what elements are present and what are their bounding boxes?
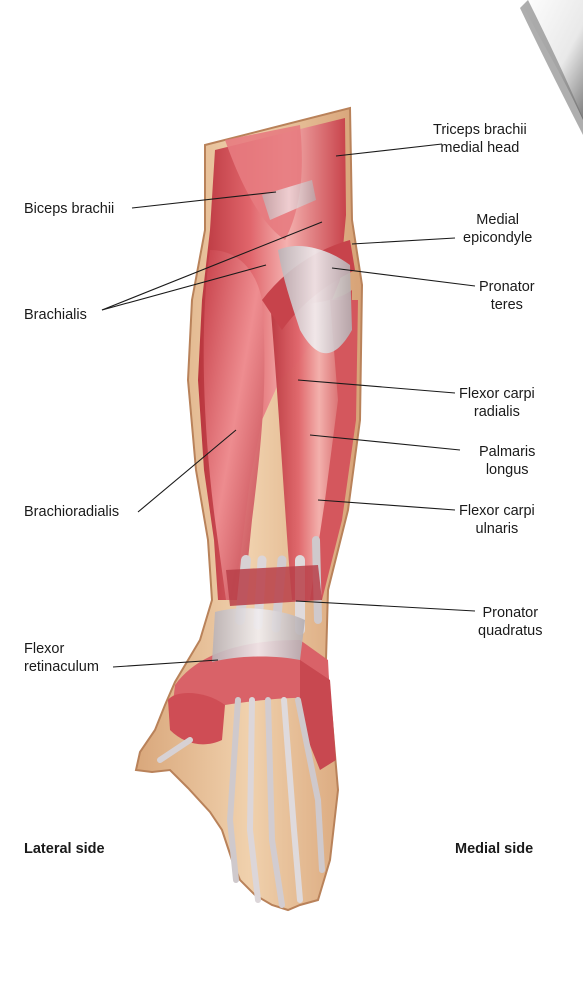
- label-line: teres: [490, 297, 523, 313]
- leader-triceps: [335, 143, 443, 157]
- leader-pronator-teres: [331, 267, 476, 287]
- label-flexor-carpi-ulnaris: Flexor carpi ulnaris: [459, 502, 535, 538]
- leader-brachialis-2: [101, 264, 267, 311]
- leader-palmaris: [309, 434, 461, 451]
- label-line: radialis: [473, 404, 520, 420]
- leader-biceps: [131, 191, 277, 209]
- label-line: Triceps brachii: [433, 122, 527, 138]
- label-flexor-retinaculum: Flexor retinaculum: [24, 640, 99, 676]
- label-line: Flexor: [24, 641, 65, 657]
- label-line: Flexor carpi: [459, 386, 535, 402]
- page-curl: [520, 0, 583, 120]
- label-biceps-brachii: Biceps brachii: [24, 200, 114, 218]
- label-line: Pronator: [482, 605, 539, 621]
- label-palmaris-longus: Palmaris longus: [479, 443, 535, 479]
- bicipital-aponeurosis: [278, 245, 352, 354]
- finger-tendons: [157, 697, 325, 908]
- label-line: retinaculum: [24, 659, 99, 675]
- leader-fcr: [297, 379, 456, 394]
- lateral-side-caption: Lateral side: [24, 841, 105, 857]
- label-line: longus: [485, 462, 529, 478]
- label-line: Brachialis: [24, 307, 87, 323]
- label-line: Palmaris: [479, 444, 536, 460]
- leader-fcu: [317, 499, 456, 511]
- label-brachialis: Brachialis: [24, 306, 87, 324]
- label-line: ulnaris: [475, 521, 519, 537]
- label-line: quadratus: [478, 623, 543, 639]
- label-line: medial head: [440, 140, 520, 156]
- medial-side-caption: Medial side: [455, 841, 534, 857]
- thenar-eminence: [168, 693, 225, 745]
- label-brachioradialis: Brachioradialis: [24, 503, 119, 521]
- label-flexor-carpi-radialis: Flexor carpi radialis: [459, 385, 535, 421]
- leader-brachialis-1: [101, 221, 323, 311]
- label-line: epicondyle: [463, 230, 533, 246]
- leader-medial-epicondyle: [351, 237, 456, 245]
- label-line: Brachioradialis: [24, 504, 120, 520]
- label-triceps-brachii: Triceps brachii medial head: [433, 121, 527, 157]
- label-line: Flexor carpi: [459, 503, 535, 519]
- label-pronator-quadratus: Pronator quadratus: [478, 604, 543, 640]
- pronator-quadratus: [226, 565, 322, 606]
- label-line: Biceps brachii: [24, 201, 115, 217]
- label-pronator-teres: Pronator teres: [479, 278, 535, 314]
- leader-lines: [101, 143, 476, 668]
- label-line: Medial: [476, 212, 520, 228]
- leader-flexor-retinaculum: [112, 659, 219, 668]
- label-medial-epicondyle: Medial epicondyle: [463, 211, 532, 247]
- leader-pq: [295, 600, 476, 612]
- leader-brachioradialis: [137, 429, 237, 513]
- label-line: Pronator: [479, 279, 535, 295]
